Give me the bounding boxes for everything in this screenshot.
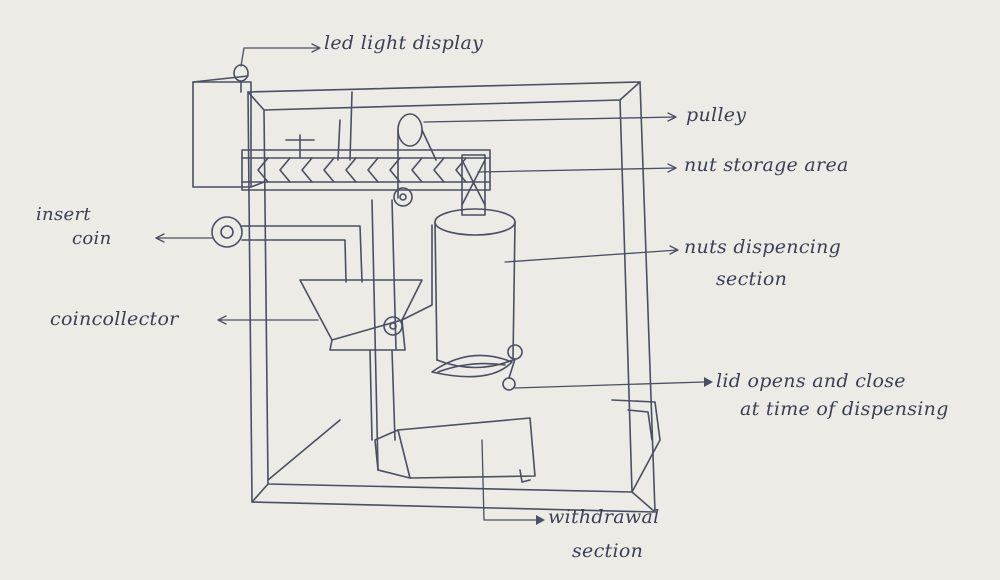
label-withdrawal-line1: withdrawal bbox=[548, 506, 659, 528]
label-withdrawal-line2: section bbox=[572, 540, 643, 562]
coin-collector-funnel bbox=[300, 225, 432, 440]
label-nuts-dispencing-line1: nuts dispencing bbox=[684, 236, 841, 258]
label-lid-line1: lid opens and close bbox=[716, 370, 906, 392]
label-insert-coin-line2: coin bbox=[72, 228, 111, 249]
coin-slot bbox=[212, 217, 362, 282]
dispensing-cylinder bbox=[435, 209, 515, 368]
label-nut-storage-area: nut storage area bbox=[684, 154, 849, 176]
dispenser-hopper bbox=[462, 155, 485, 215]
withdrawal-tray bbox=[375, 418, 535, 482]
label-lid-line2: at time of dispensing bbox=[740, 398, 949, 420]
label-led-light-display: led light display bbox=[324, 32, 483, 54]
leader-lines bbox=[156, 44, 704, 520]
label-nuts-dispencing-line2: section bbox=[716, 268, 787, 290]
label-coin-collector: coincollector bbox=[50, 308, 179, 330]
label-pulley: pulley bbox=[686, 104, 746, 126]
base-diagonal bbox=[268, 420, 340, 480]
pulley-drawing bbox=[394, 114, 436, 206]
led-display-box bbox=[193, 65, 264, 187]
nut-storage-rail bbox=[242, 135, 490, 190]
label-insert-coin-line1: insert bbox=[36, 204, 91, 225]
